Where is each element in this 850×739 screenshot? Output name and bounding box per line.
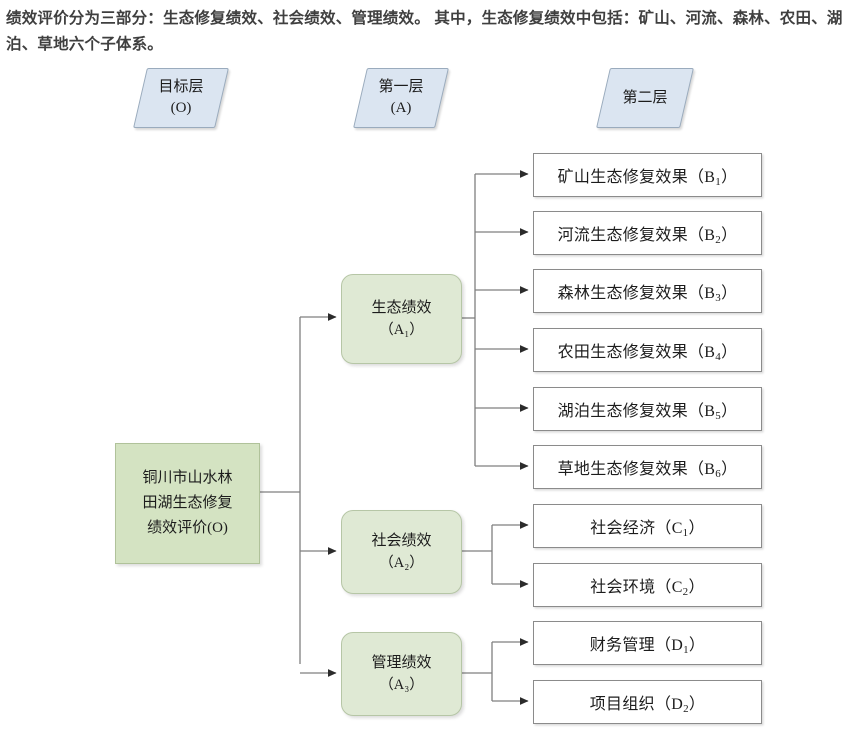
node-b5-code: （B5） [688,403,738,422]
node-b2-label: 河流生态修复效果 [557,227,688,244]
node-a2-code: （A₂） [379,555,424,571]
node-c2-label: 社会环境 [590,579,656,596]
node-root[interactable]: 铜川市山水林 田湖生态修复 绩效评价(O) [115,443,260,564]
node-root-line3: 绩效评价(O) [147,520,228,536]
node-d1-financial-management[interactable]: 财务管理 （D1） [533,621,762,665]
node-b1-mine[interactable]: 矿山生态修复效果 （B1） [533,153,762,197]
node-b6-code: （B6） [688,461,738,480]
node-a3-code: （A₃） [379,677,424,693]
node-a3-management-performance[interactable]: 管理绩效 （A₃） [341,632,462,716]
node-b6-label: 草地生态修复效果 [557,461,688,478]
node-b2-code: （B2） [688,227,738,246]
header-label-goal: 目标层 (O) [133,68,229,128]
node-a2-label: 社会绩效 [371,533,432,549]
node-root-line2: 田湖生态修复 [142,495,233,511]
header-label-level-a-line2: (A) [390,100,412,116]
node-b1-label: 矿山生态修复效果 [557,169,688,186]
header-label-level-b-line1: 第二层 [622,89,668,106]
node-b4-farmland[interactable]: 农田生态修复效果 （B4） [533,328,762,372]
node-d1-code: （D1） [654,637,706,656]
node-d2-project-organization[interactable]: 项目组织 （D2） [533,680,762,724]
node-a1-code: （A₁） [379,322,424,338]
node-b3-code: （B3） [688,285,738,304]
node-c1-social-economy[interactable]: 社会经济 （C1） [533,504,762,548]
header-label-goal-line1: 目标层 [158,79,204,95]
node-a1-label: 生态绩效 [371,300,432,316]
node-b1-code: （B1） [688,169,738,188]
node-b6-grassland[interactable]: 草地生态修复效果 （B6） [533,445,762,489]
node-d2-label: 项目组织 [589,696,655,713]
node-c1-code: （C1） [655,520,705,539]
node-c2-social-environment[interactable]: 社会环境 （C2） [533,563,762,607]
node-b4-label: 农田生态修复效果 [557,344,688,361]
node-b2-river[interactable]: 河流生态修复效果 （B2） [533,211,762,255]
node-a1-ecological-performance[interactable]: 生态绩效 （A₁） [341,274,462,364]
node-d2-code: （D2） [654,696,706,715]
node-b3-label: 森林生态修复效果 [557,285,688,302]
node-a3-label: 管理绩效 [371,655,432,671]
node-d1-label: 财务管理 [589,637,655,654]
caption-text: 绩效评价分为三部分：生态修复绩效、社会绩效、管理绩效。 其中，生态修复绩效中包括… [6,10,843,53]
node-root-line1: 铜川市山水林 [142,470,233,486]
header-label-level-a-line1: 第一层 [378,79,424,95]
node-a2-social-performance[interactable]: 社会绩效 （A₂） [341,510,462,594]
node-b5-label: 湖泊生态修复效果 [557,403,688,420]
header-label-level-a: 第一层 (A) [353,68,449,128]
node-b3-forest[interactable]: 森林生态修复效果 （B3） [533,269,762,313]
node-c2-code: （C2） [655,579,705,598]
node-b5-lake[interactable]: 湖泊生态修复效果 （B5） [533,387,762,431]
node-c1-label: 社会经济 [590,520,656,537]
header-label-goal-line2: (O) [170,100,192,116]
header-label-level-b: 第二层 [596,68,694,128]
node-b4-code: （B4） [688,344,738,363]
